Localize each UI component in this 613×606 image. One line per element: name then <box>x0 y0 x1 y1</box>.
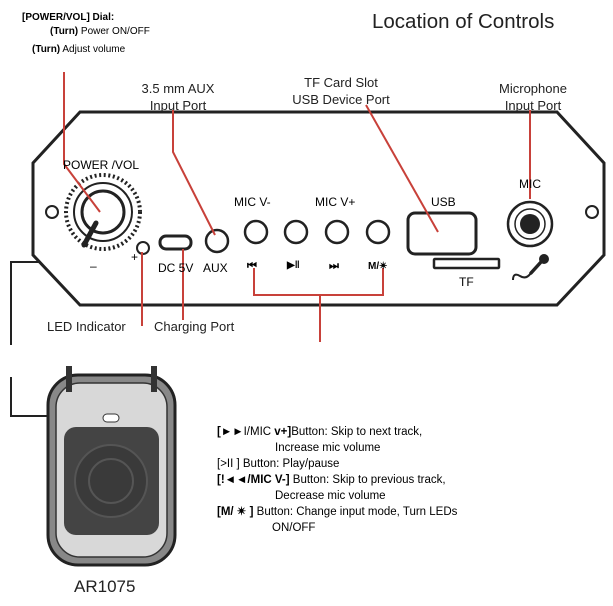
microphone-icon <box>512 254 549 281</box>
desc-prev-cont: Decrease mic volume <box>275 490 386 502</box>
play-pause-button[interactable] <box>283 219 309 245</box>
next-button[interactable] <box>324 219 350 245</box>
mount-hole-left <box>45 205 59 219</box>
callout-usb <box>365 104 439 233</box>
play-pause-icon: ▶‖ <box>287 260 300 271</box>
charging-port-label: Charging Port <box>154 319 235 334</box>
desc-next-cont: Increase mic volume <box>275 442 381 454</box>
dial-note: [POWER/VOL] Dial: (Turn) Power ON/OFF (T… <box>22 11 150 57</box>
leader-line <box>10 261 56 417</box>
minus-mark: – <box>90 259 97 273</box>
mic-jack <box>506 200 554 248</box>
desc-prev: [!◄◄/MIC V-] Button: Skip to previous tr… <box>217 474 446 486</box>
plus-mark: + <box>131 250 139 264</box>
charging-port <box>158 234 193 251</box>
callout-aux <box>172 110 216 236</box>
desc-mode: [M/ ✴ ] Button: Change input mode, Turn … <box>217 506 458 518</box>
dial-note-heading: [POWER/VOL] Dial: <box>22 12 115 23</box>
callout-buttons <box>253 268 384 342</box>
mode-icon: M/✴ <box>368 261 388 272</box>
tf-label: TF <box>459 275 474 289</box>
button-descriptions: [►►I/MIC v+]Button: Skip to next track, … <box>217 424 457 536</box>
callout-dial <box>63 72 101 213</box>
desc-play: [>II ] Button: Play/pause <box>217 458 340 470</box>
speaker-illustration <box>46 366 177 567</box>
next-icon: ⏭ <box>329 260 339 272</box>
desc-next: [►►I/MIC v+]Button: Skip to next track, <box>217 426 423 438</box>
mic-vminus-label: MIC V- <box>234 195 271 209</box>
mount-hole-right <box>585 205 599 219</box>
tf-card-slot <box>432 257 501 270</box>
prev-button[interactable] <box>243 219 269 245</box>
desc-mode-cont: ON/OFF <box>272 522 316 534</box>
diagram-title: Location of Controls <box>372 10 555 33</box>
mic-vplus-label: MIC V+ <box>315 195 356 209</box>
model-name: AR1075 <box>74 577 136 596</box>
mic-label: MIC <box>519 177 541 191</box>
dial-note-line2: (Turn) Adjust volume <box>32 44 126 55</box>
device-panel <box>31 110 606 307</box>
aux-jack <box>204 228 230 254</box>
power-vol-label: POWER /VOL <box>63 158 140 172</box>
dial-note-line1: (Turn) Power ON/OFF <box>50 26 150 37</box>
aux-label: AUX <box>203 261 228 275</box>
led-indicator-label: LED Indicator <box>47 319 126 334</box>
prev-icon: ⏮ <box>247 260 257 272</box>
dc5v-label: DC 5V <box>158 261 194 275</box>
callout-lines <box>63 72 531 342</box>
mode-button[interactable] <box>365 219 391 245</box>
usb-port <box>406 211 478 256</box>
usb-label: USB <box>431 195 456 209</box>
